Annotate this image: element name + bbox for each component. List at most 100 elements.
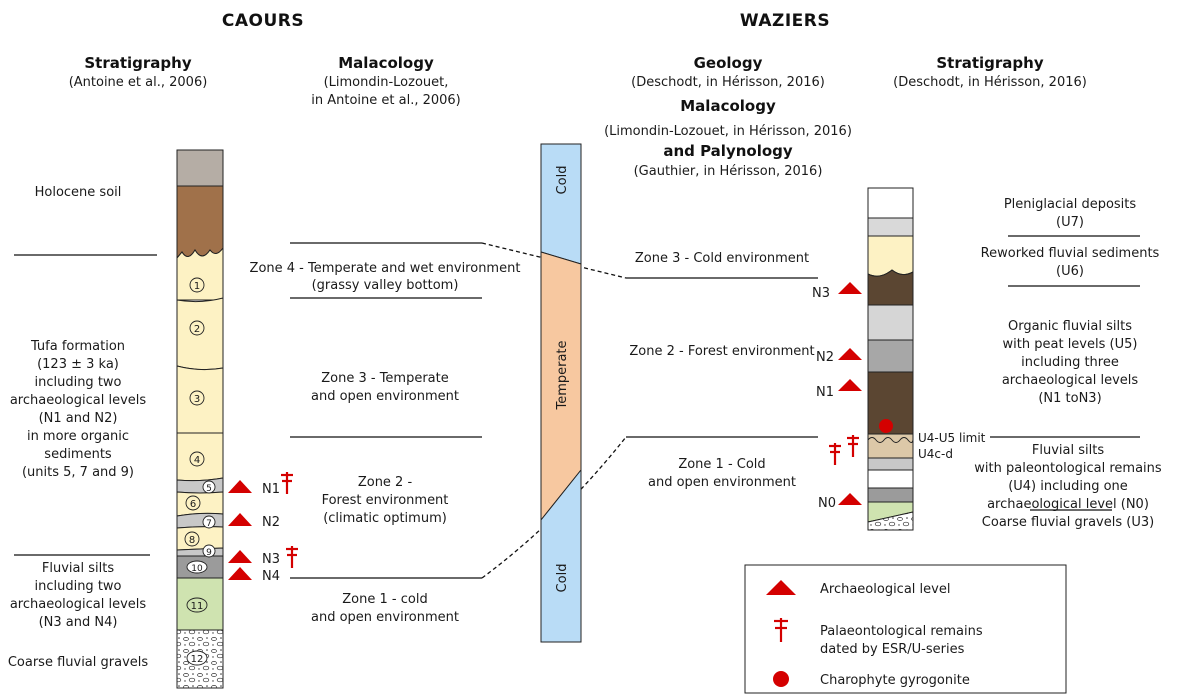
waziers-u3-label: Coarse fluvial gravels (U3) (982, 515, 1154, 530)
caours-zone2-label: Zone 2 - Forest environment (climatic op… (322, 475, 449, 526)
caours-level-n2: N2 (228, 513, 280, 530)
palaeo-cross-icon (829, 443, 841, 465)
svg-text:archaeological levels: archaeological levels (1002, 373, 1139, 388)
svg-text:Tufa formation: Tufa formation (30, 339, 125, 354)
svg-text:N2: N2 (262, 515, 280, 530)
archaeo-triangle-icon (228, 513, 252, 526)
svg-text:12: 12 (191, 654, 204, 665)
waziers-level-n2: N2 (816, 348, 862, 365)
caours-zone1-label: Zone 1 - cold and open environment (311, 592, 459, 625)
caours-title: CAOURS (222, 11, 304, 31)
waziers-u6-label: Reworked fluvial sediments (U6) (981, 246, 1160, 279)
svg-text:(U7): (U7) (1056, 215, 1084, 230)
waziers-zone1-label: Zone 1 - Cold and open environment (648, 457, 796, 490)
svg-text:(123 ± 3 ka): (123 ± 3 ka) (37, 357, 119, 372)
unit-5 (176, 477, 224, 494)
unit-3 (176, 365, 224, 434)
svg-text:Forest environment: Forest environment (322, 493, 449, 508)
svg-text:Zone 2 -: Zone 2 - (358, 475, 413, 490)
svg-text:N0: N0 (818, 496, 836, 511)
svg-text:7: 7 (206, 519, 212, 529)
svg-text:2: 2 (194, 324, 200, 335)
archaeo-triangle-icon (228, 480, 252, 493)
waziers-zone3-label: Zone 3 - Cold environment (635, 251, 809, 266)
palaeo-cross-icon (774, 618, 788, 642)
svg-text:and open environment: and open environment (311, 610, 459, 625)
svg-text:11: 11 (191, 601, 204, 612)
palaeo-cross-icon (281, 472, 293, 494)
holocene-label: Holocene soil (35, 185, 122, 200)
svg-text:and open environment: and open environment (311, 389, 459, 404)
svg-text:sediments: sediments (44, 447, 112, 462)
svg-text:9: 9 (206, 548, 212, 558)
climate-cold-bottom: Cold (555, 564, 570, 593)
svg-text:(N1 and N2): (N1 and N2) (39, 411, 118, 426)
svg-text:N3: N3 (262, 552, 280, 567)
legend-archaeo: Archaeological level (820, 582, 950, 597)
svg-text:archaeological levels: archaeological levels (10, 393, 147, 408)
svg-text:Zone 1 - cold: Zone 1 - cold (342, 592, 427, 607)
svg-text:10: 10 (191, 564, 203, 574)
svg-text:(N3 and N4): (N3 and N4) (39, 615, 118, 630)
caours-unit-numbers: 1 2 3 4 5 6 7 8 9 10 11 12 (184, 277, 216, 666)
svg-text:Fluvial silts: Fluvial silts (42, 561, 114, 576)
silts-label: Fluvial silts including two archaeologic… (10, 561, 147, 630)
unit-9 (176, 547, 224, 557)
unit-brown-soil (176, 185, 224, 260)
svg-text:(climatic optimum): (climatic optimum) (323, 511, 447, 526)
legend: Archaeological level Palaeontological re… (744, 564, 1067, 694)
waziers-u7-label: Pleniglacial deposits (U7) (1004, 197, 1137, 230)
svg-text:N4: N4 (262, 569, 280, 584)
caours-mala-ref2: in Antoine et al., 2006) (311, 93, 461, 108)
unit-grey-soil (176, 149, 224, 187)
tufa-label: Tufa formation (123 ± 3 ka) including tw… (10, 339, 147, 480)
svg-text:3: 3 (194, 394, 200, 405)
svg-text:N1: N1 (262, 482, 280, 497)
svg-text:including two: including two (34, 375, 121, 390)
legend-charo: Charophyte gyrogonite (820, 673, 970, 688)
waziers-strat-heading: Stratigraphy (936, 54, 1043, 72)
unit-1 (176, 246, 224, 301)
waziers-u5-label: Organic fluvial silts with peat levels (… (1002, 319, 1139, 406)
u4cd-label: U4c-d (918, 447, 953, 461)
archaeo-triangle-icon (228, 567, 252, 580)
svg-text:N3: N3 (812, 286, 830, 301)
svg-text:Zone 4 - Temperate and wet env: Zone 4 - Temperate and wet environment (250, 261, 521, 276)
svg-text:archaeological level (N0): archaeological level (N0) (987, 497, 1149, 512)
caours-zone4-label: Zone 4 - Temperate and wet environment (… (250, 261, 521, 293)
caours-zone3-label: Zone 3 - Temperate and open environment (311, 371, 459, 404)
caours-level-n1: N1 (228, 472, 293, 497)
svg-text:N1: N1 (816, 385, 834, 400)
palaeo-cross-icon (847, 435, 859, 457)
svg-text:(units 5, 7 and 9): (units 5, 7 and 9) (22, 465, 134, 480)
svg-text:including three: including three (1021, 355, 1119, 370)
svg-text:(U6): (U6) (1056, 264, 1084, 279)
waziers-level-n3: N3 (812, 282, 862, 301)
svg-text:with paleontological remains: with paleontological remains (974, 461, 1162, 476)
waziers-paly-ref: (Gauthier, in Hérisson, 2016) (634, 164, 823, 179)
palaeo-cross-icon (286, 546, 298, 568)
svg-text:4: 4 (194, 455, 200, 466)
svg-text:N2: N2 (816, 350, 834, 365)
waziers-mala-ref: (Limondin-Lozouet, in Hérisson, 2016) (604, 124, 852, 139)
unit-11 (176, 577, 224, 631)
svg-text:and open environment: and open environment (648, 475, 796, 490)
svg-text:(U4) including one: (U4) including one (1008, 479, 1128, 494)
svg-text:in more organic: in more organic (27, 429, 129, 444)
svg-text:Fluvial silts: Fluvial silts (1032, 443, 1104, 458)
caours-level-n3: N3 (228, 546, 298, 568)
svg-text:Zone 1 - Cold: Zone 1 - Cold (678, 457, 765, 472)
archaeo-triangle-icon (766, 580, 796, 595)
waziers-level-n1: N1 (816, 379, 862, 400)
waziers-level-n0: N0 (818, 493, 862, 511)
svg-text:5: 5 (206, 484, 212, 494)
caours-mala-ref1: (Limondin-Lozouet, (324, 75, 449, 90)
waziers-strat-ref: (Deschodt, in Hérisson, 2016) (893, 75, 1087, 90)
unit-7 (176, 512, 224, 529)
waziers-u4-label: Fluvial silts with paleontological remai… (974, 443, 1162, 512)
charophyte-dot-icon (773, 671, 789, 687)
waziers-geo-ref: (Deschodt, in Hérisson, 2016) (631, 75, 825, 90)
climate-cold-top: Cold (555, 166, 570, 195)
archaeo-triangle-icon (228, 550, 252, 563)
caours-strat-ref: (Antoine et al., 2006) (69, 75, 208, 90)
